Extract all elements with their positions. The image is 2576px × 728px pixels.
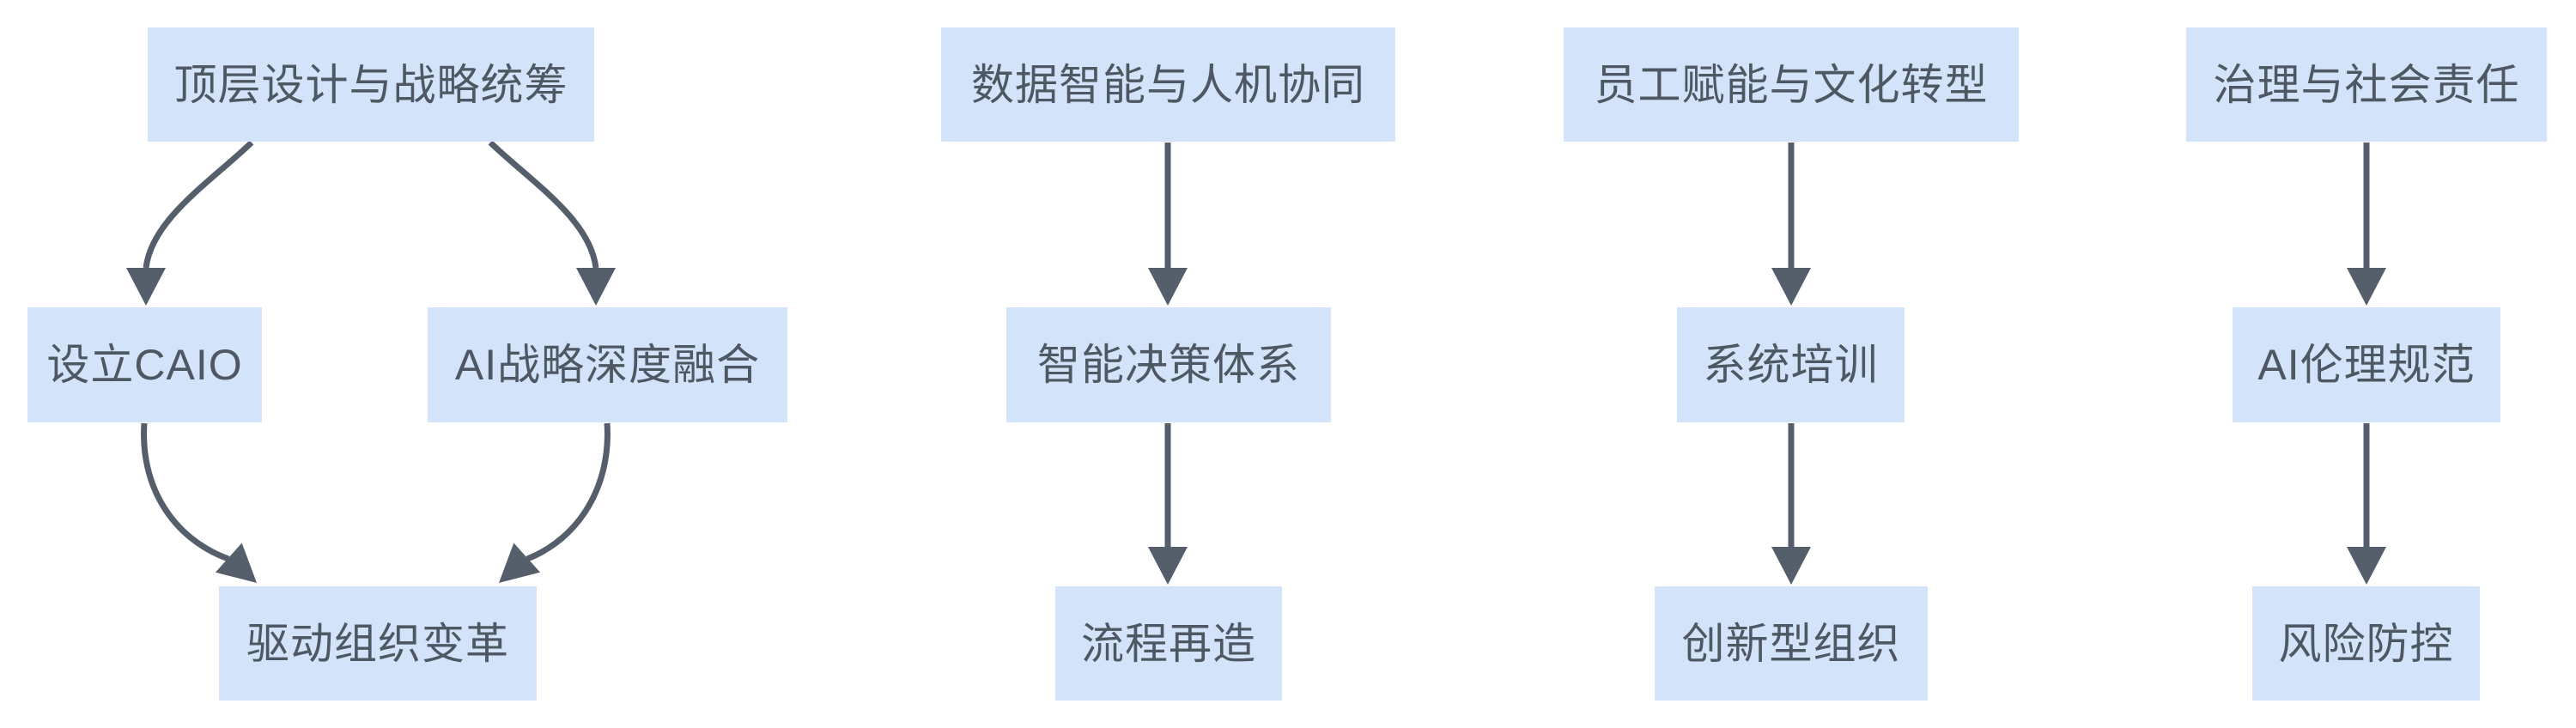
node-data-intelligence: 数据智能与人机协同: [941, 27, 1395, 142]
node-ai-ethics: AI伦理规范: [2233, 307, 2500, 422]
node-decision-system: 智能决策体系: [1006, 307, 1331, 422]
arrow-decision-to-process: [1148, 423, 1188, 585]
node-innovative-org: 创新型组织: [1655, 586, 1928, 701]
node-risk-control: 风险防控: [2252, 586, 2480, 701]
node-org-change: 驱动组织变革: [219, 586, 537, 701]
arrow-strategy-to-fusion: [488, 140, 616, 306]
node-system-training: 系统培训: [1677, 307, 1905, 422]
arrow-data-to-decision: [1148, 143, 1188, 306]
arrow-caio-to-change: [141, 422, 257, 583]
node-top-design-strategy: 顶层设计与战略统筹: [148, 27, 594, 142]
arrow-governance-to-ethics: [2347, 143, 2386, 306]
arrow-ethics-to-risk: [2347, 423, 2386, 585]
node-governance-responsibility: 治理与社会责任: [2186, 27, 2547, 142]
arrow-employee-to-training: [1771, 143, 1811, 306]
node-employee-culture: 员工赋能与文化转型: [1564, 27, 2019, 142]
arrow-fusion-to-change: [499, 422, 611, 583]
arrow-strategy-to-caio: [126, 140, 254, 306]
node-ai-strategy-fusion: AI战略深度融合: [428, 307, 787, 422]
arrow-training-to-innovation: [1771, 423, 1811, 585]
node-establish-caio: 设立CAIO: [27, 307, 262, 422]
node-process-reengineering: 流程再造: [1055, 586, 1282, 701]
